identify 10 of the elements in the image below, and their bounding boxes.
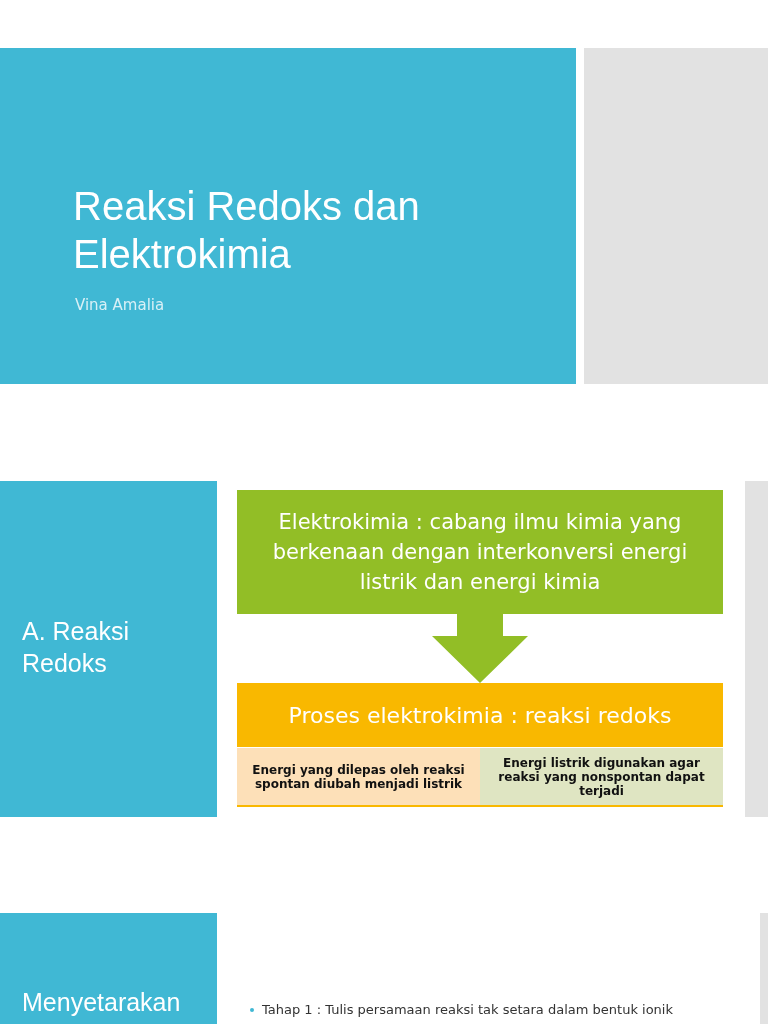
concept-box: Elektrokimia : cabang ilmu kimia yang berkenaan dengan interkonversi energi listrik dan energi kimia <box>237 490 723 614</box>
slide-title: Reaksi Redoks dan Elektrokimia <box>73 183 421 278</box>
bullet-text: Tahap 1 : Tulis persamaan reaksi tak setara dalam bentuk ionik <box>262 1002 673 1018</box>
block-arrow <box>432 614 528 683</box>
header-band: Proses elektrokimia : reaksi redoks <box>237 683 723 747</box>
text-cell: Energi listrik digunakan agar reaksi yang nonspontan dapat terjadi <box>480 748 723 807</box>
slide-heading: A. Reaksi Redoks <box>22 616 130 679</box>
slide-heading: Menyetarakan <box>22 987 181 1018</box>
text-cell: Energi yang dilepas oleh reaksi spontan diubah menjadi listrik <box>237 748 480 807</box>
author-name: Vina Amalia <box>75 296 165 314</box>
